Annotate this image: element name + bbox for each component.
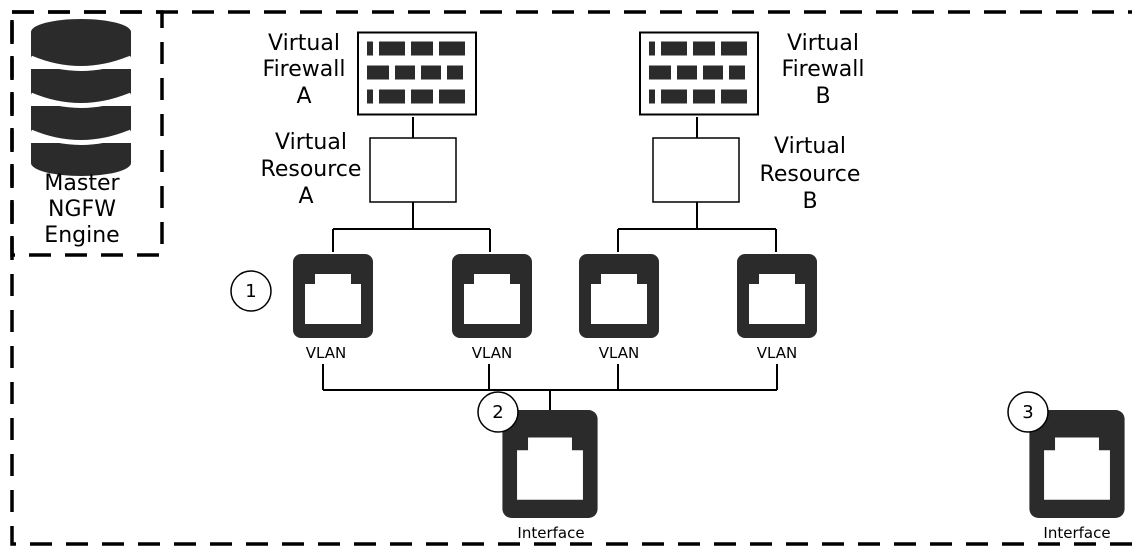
vlan-3: VLAN <box>579 254 659 362</box>
virtual-resource-a-label-line-1: Virtual <box>275 130 347 155</box>
vlan-1-label: VLAN <box>306 344 346 362</box>
network-port-icon <box>1029 410 1125 518</box>
network-port-icon <box>293 254 373 338</box>
engine-boundary <box>10 10 1132 546</box>
virtual-firewall-b-label-line-2: Firewall <box>782 57 865 82</box>
virtual-resource-a-label-line-2: Resource <box>261 157 362 182</box>
callout-1: 1 <box>230 270 272 312</box>
connector-lines <box>322 117 778 410</box>
virtual-resource-b: Virtual Resource B <box>652 134 861 214</box>
vlan-2-label: VLAN <box>472 344 512 362</box>
interface-shared: Interface <box>502 410 598 542</box>
virtual-resource-b-box <box>652 137 740 203</box>
callout-2: 2 <box>477 391 519 433</box>
firewall-icon <box>639 31 759 116</box>
network-port-icon <box>737 254 817 338</box>
virtual-resource-b-label-line-2: Resource <box>760 162 861 187</box>
network-port-icon <box>452 254 532 338</box>
virtual-resource-a-box <box>369 137 457 203</box>
callout-2-number: 2 <box>492 402 503 423</box>
network-port-icon <box>502 410 598 518</box>
interface-shared-label: Interface <box>517 524 584 542</box>
virtual-resource-b-label-line-3: B <box>802 189 817 214</box>
virtual-firewall-b: Virtual Firewall B <box>639 31 865 116</box>
virtual-firewall-a-label-line-2: Firewall <box>263 57 346 82</box>
vlan-1: VLAN <box>293 254 373 362</box>
virtual-firewall-b-label-line-1: Virtual <box>787 31 859 56</box>
interface-unused-label: Interface <box>1043 524 1110 542</box>
vlan-3-label: VLAN <box>599 344 639 362</box>
master-engine-label-line-1: Master <box>44 171 120 196</box>
master-engine-label-line-2: NGFW <box>48 197 116 222</box>
virtual-firewall-b-label-line-3: B <box>815 84 830 109</box>
virtual-firewall-a: Virtual Firewall A <box>263 31 477 116</box>
master-engine-label-line-3: Engine <box>44 223 119 248</box>
callout-3-number: 3 <box>1022 402 1033 423</box>
firewall-icon <box>357 31 477 116</box>
network-port-icon <box>579 254 659 338</box>
virtual-resource-b-label-line-1: Virtual <box>774 134 846 159</box>
interface-unused: Interface <box>1029 410 1125 542</box>
vlan-2: VLAN <box>452 254 532 362</box>
virtual-resource-a: Virtual Resource A <box>261 130 457 209</box>
database-icon <box>31 19 131 176</box>
virtual-firewall-a-label-line-3: A <box>296 84 311 109</box>
vlan-4-label: VLAN <box>757 344 797 362</box>
virtual-firewall-a-label-line-1: Virtual <box>268 31 340 56</box>
vlan-4: VLAN <box>737 254 817 362</box>
master-engine: Master NGFW Engine <box>10 10 164 257</box>
callout-3: 3 <box>1007 391 1049 433</box>
master-engine-box <box>10 10 164 257</box>
callout-1-number: 1 <box>245 281 256 302</box>
virtual-resource-a-label-line-3: A <box>298 184 313 209</box>
